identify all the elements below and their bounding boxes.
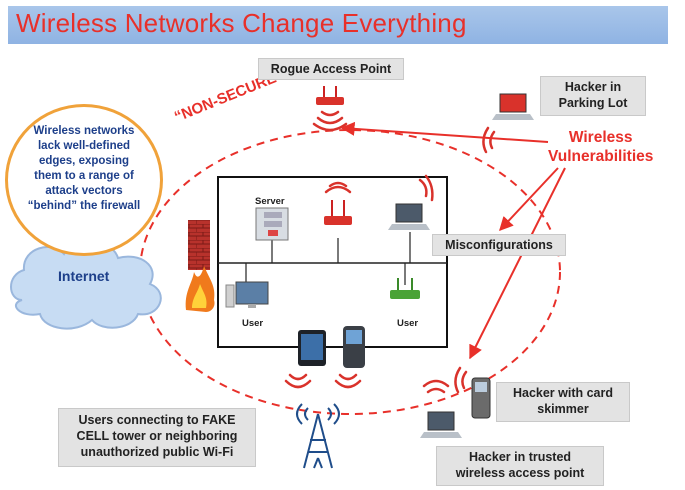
card-skimmer-icon [471, 377, 491, 419]
user-right-router-icon [390, 278, 420, 299]
label-line: Hacker in trusted [468, 450, 572, 464]
title-bar [8, 6, 668, 44]
label-line: Hacker with card [512, 386, 614, 400]
bubble-line: lack well-defined [37, 140, 131, 152]
rogue-access-point-icon [316, 86, 344, 105]
label-line: Parking Lot [558, 96, 628, 110]
hacker-parking-label: Hacker in Parking Lot [540, 76, 646, 116]
lan-laptop-icon [388, 203, 430, 230]
internet-cloud [10, 240, 162, 330]
misconfigurations-label: Misconfigurations [432, 234, 566, 256]
label-line: Vulnerabilities [548, 148, 654, 165]
label-line: Hacker in [564, 80, 622, 94]
trusted-laptop-icon [420, 411, 462, 438]
user-left-label: User [242, 318, 264, 329]
phone-icon [343, 326, 365, 368]
bubble-line: attack vectors [45, 185, 123, 197]
internet-label: Internet [58, 268, 110, 284]
label-line: unauthorized public Wi-Fi [80, 445, 234, 459]
label-line: skimmer [537, 402, 589, 416]
server-label: Server [255, 196, 285, 207]
wireless-perimeter [139, 129, 561, 415]
bubble-line: them to a range of [34, 170, 134, 182]
page-title: Wireless Networks Change Everything [16, 8, 467, 38]
perimeter-note-text: Wireless networks lack well-defined edge… [14, 124, 154, 214]
hacker-trusted-label: Hacker in trusted wireless access point [436, 446, 604, 486]
label-line: CELL tower or neighboring [76, 429, 238, 443]
tablet-icon [298, 330, 326, 366]
label-line: Wireless [568, 129, 633, 146]
bubble-line: “behind” the firewall [27, 200, 141, 212]
rogue-access-point-label: Rogue Access Point [258, 58, 404, 80]
user-left-computer-icon [225, 281, 269, 308]
label-line: Users connecting to FAKE [78, 413, 236, 427]
fake-cell-label: Users connecting to FAKE CELL tower or n… [58, 408, 256, 467]
hacker-parking-laptop-icon [492, 93, 534, 120]
perimeter-note-bubble [5, 104, 163, 256]
hacker-skimmer-label: Hacker with card skimmer [496, 382, 630, 422]
cell-tower-icon [296, 403, 340, 469]
bubble-line: Wireless networks [33, 125, 135, 137]
lan-router-icon [324, 200, 352, 225]
user-right-label: User [397, 318, 419, 329]
server-icon [255, 207, 289, 241]
bubble-line: edges, exposing [38, 155, 130, 167]
wireless-vulnerabilities-label: Wireless Vulnerabilities [548, 128, 653, 166]
label-line: wireless access point [455, 466, 585, 480]
firewall-icon [185, 220, 215, 312]
